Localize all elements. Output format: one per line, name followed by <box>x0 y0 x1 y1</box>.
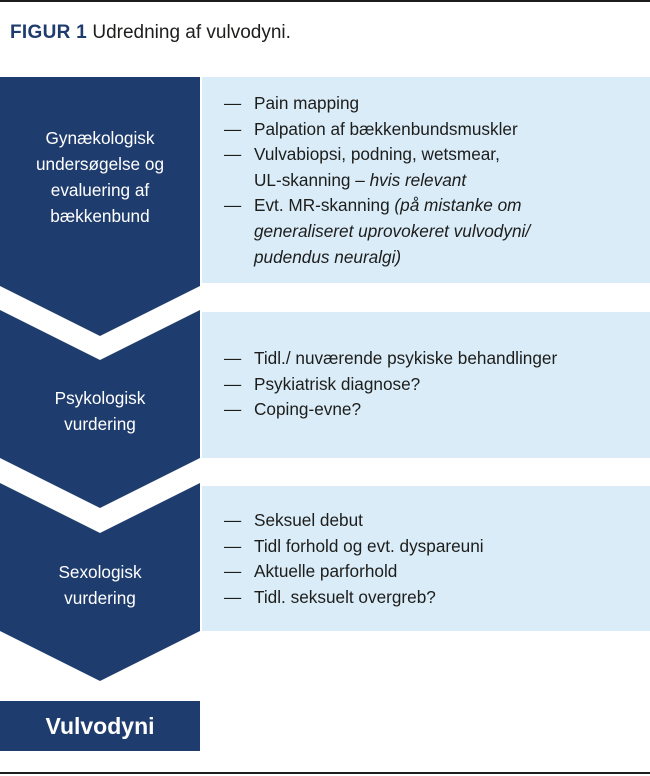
dash-bullet: — <box>224 586 242 607</box>
item-text-normal: Aktuelle parforhold <box>254 561 398 582</box>
chevron-sexological <box>0 483 200 681</box>
stage-label-line: bækkenbund <box>50 206 150 226</box>
dash-bullet: — <box>224 535 242 556</box>
item-text-normal: Evt. MR-skanning <box>254 195 395 216</box>
list-item: — Psykiatrisk diagnose? <box>224 372 640 398</box>
dash-bullet: — <box>224 118 242 139</box>
item-text-normal: Palpation af bækkenbundsmuskler <box>254 118 518 139</box>
item-text-italic: pudendus neuralgi) <box>254 246 402 267</box>
list-item-text: Seksuel debut <box>254 508 363 534</box>
list-item: — Seksuel debut <box>224 508 640 534</box>
list-item-text: Aktuelle parforhold <box>254 559 397 585</box>
figure-caption: Udredning af vulvodyni. <box>92 22 291 43</box>
stage-label-line: vurdering <box>64 414 136 434</box>
dash-bullet: — <box>224 373 242 394</box>
stage-label-sexological: Sexologisk vurdering <box>0 559 200 611</box>
dash-bullet: — <box>224 510 242 530</box>
dash-bullet: — <box>224 195 242 216</box>
list-item: UL-skanning – hvis relevant <box>224 168 640 194</box>
dash-bullet: — <box>224 144 242 165</box>
list-item: — Tidl./ nuværende psykiske behandlinger <box>224 346 640 372</box>
stage-label-line: Sexologisk <box>58 562 142 582</box>
stage-label-line: undersøgelse og <box>35 154 165 174</box>
figure-label: FIGUR 1 <box>10 22 88 43</box>
stage-label-line: Gynækologisk <box>45 128 155 148</box>
sexological-item-list: — Seksuel debut — Tidl forhold og evt. dysp… <box>224 508 640 610</box>
list-item: pudendus neuralgi) <box>224 245 640 271</box>
list-item: — Pain mapping <box>224 91 640 117</box>
result-vulvodyni: Vulvodyni <box>0 701 200 751</box>
item-text-italic: generaliseret uprovokeret vulvodyni/ <box>254 220 531 241</box>
panel-sexological: — Seksuel debut — Tidl forhold og evt. dysp… <box>202 486 650 631</box>
list-item: — Vulvabiopsi, podning, wetsmear, <box>224 142 640 168</box>
figure-title: FIGUR 1 Udredning af vulvodyni. <box>10 22 291 44</box>
list-item: — Palpation af bækkenbundsmuskler <box>224 117 640 143</box>
item-text-italic: (på mistanke om <box>394 195 522 216</box>
list-item-text: generaliseret uprovokeret vulvodyni/ <box>254 219 530 245</box>
chevron-psychological <box>0 310 200 508</box>
list-item-text: Coping-evne? <box>254 397 361 423</box>
stage-label-line: vurdering <box>64 588 136 608</box>
list-item-text: Evt. MR-skanning (på mistanke om <box>254 193 521 219</box>
item-text-normal: Seksuel debut <box>254 510 363 530</box>
top-rule <box>0 0 650 2</box>
stage-label-line: evaluering af <box>50 180 150 200</box>
panel-gynecological: — Pain mapping — Palpation af bækkenbundsmu… <box>202 77 650 283</box>
item-text-normal: Tidl./ nuværende psykiske behandlinger <box>254 348 558 368</box>
dash-bullet: — <box>224 561 242 582</box>
item-text-normal: UL-skanning – <box>254 169 370 190</box>
psychological-item-list: —Tidl./ nuværende psykiske behandlinger—… <box>224 346 640 423</box>
list-item-text: Palpation af bækkenbundsmuskler <box>254 117 518 143</box>
list-item: — Coping-evne? <box>224 397 640 423</box>
item-text-normal: Tidl. seksuelt overgreb? <box>254 586 436 607</box>
dash-bullet: — <box>224 348 242 368</box>
stage-label-gynecological: Gynækologisk undersøgelse og evaluering af… <box>0 125 200 229</box>
stage-label-line: Psykologisk <box>54 388 146 408</box>
gynecological-item-list: — Pain mapping — Palpation af bækkenbundsmu… <box>224 91 640 270</box>
item-text-normal: Coping-evne? <box>254 399 362 420</box>
item-text-italic: hvis relevant <box>369 169 467 190</box>
item-text-normal: Vulvabiopsi, podning, wetsmear, <box>254 144 500 165</box>
list-item-text: Tidl. seksuelt overgreb? <box>254 585 436 611</box>
list-item-text: Psykiatrisk diagnose? <box>254 372 420 398</box>
list-item-text: Tidl forhold og evt. dyspareuni <box>254 534 484 560</box>
item-text-normal: Tidl forhold og evt. dyspareuni <box>254 535 484 556</box>
list-item-text: Pain mapping <box>254 91 359 117</box>
dash-bullet: — <box>224 399 242 420</box>
list-item-text: Tidl./ nuværende psykiske behandlinger <box>254 346 557 372</box>
list-item: — Evt. MR-skanning (på mistanke om <box>224 193 640 219</box>
list-item-text: Vulvabiopsi, podning, wetsmear, <box>254 142 500 168</box>
panel-psychological: —Tidl./ nuværende psykiske behandlinger—… <box>202 312 650 458</box>
dash-bullet: — <box>224 93 242 113</box>
stage-label-psychological: Psykologisk vurdering <box>0 385 200 437</box>
list-item: — Tidl. seksuelt overgreb? <box>224 585 640 611</box>
chevron-gynecological <box>0 77 200 336</box>
bottom-rule <box>0 772 650 774</box>
list-item-text: UL-skanning – hvis relevant <box>254 168 466 194</box>
item-text-normal: Psykiatrisk diagnose? <box>254 373 421 394</box>
item-text-normal: Pain mapping <box>254 93 360 113</box>
list-item: — Tidl forhold og evt. dyspareuni <box>224 534 640 560</box>
list-item-text: pudendus neuralgi) <box>254 245 401 271</box>
list-item: generaliseret uprovokeret vulvodyni/ <box>224 219 640 245</box>
list-item: — Aktuelle parforhold <box>224 559 640 585</box>
